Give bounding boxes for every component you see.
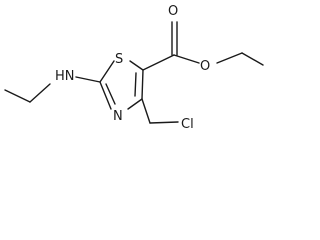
carbonyl-oxygen-label: O — [168, 4, 178, 19]
c4-ch2-bond — [141, 98, 151, 124]
ester-oxygen-label: O — [200, 59, 210, 74]
chemical-structure: HN S N O O Cl — [4, 4, 264, 132]
o-ch2-bond — [216, 52, 243, 64]
c5-c4-double-bond — [134, 72, 137, 97]
ring-nitrogen-label: N — [113, 109, 123, 124]
sulfur-label: S — [115, 52, 123, 67]
c5-carbonyl-bond — [142, 54, 175, 71]
molecule-canvas: HN S N O O Cl — [4, 4, 264, 132]
n-c2-double-bond — [105, 83, 116, 105]
s-c5-bond — [129, 60, 144, 71]
ethyl-ch2-bond — [29, 83, 51, 103]
c4-n-bond — [127, 98, 143, 110]
nh-c2-bond — [75, 76, 101, 83]
n-c2-bond — [99, 81, 112, 110]
c2-s-bond — [99, 60, 115, 83]
chlorine-label: Cl — [181, 117, 194, 132]
ch2-cl-bond — [149, 121, 179, 124]
amine-label: HN — [55, 69, 75, 84]
carbonyl-o-bond — [173, 54, 200, 64]
ch2-ch3-bond — [241, 52, 264, 66]
ethyl-ch3-bond — [4, 89, 31, 103]
c5-c4-bond — [141, 69, 144, 100]
